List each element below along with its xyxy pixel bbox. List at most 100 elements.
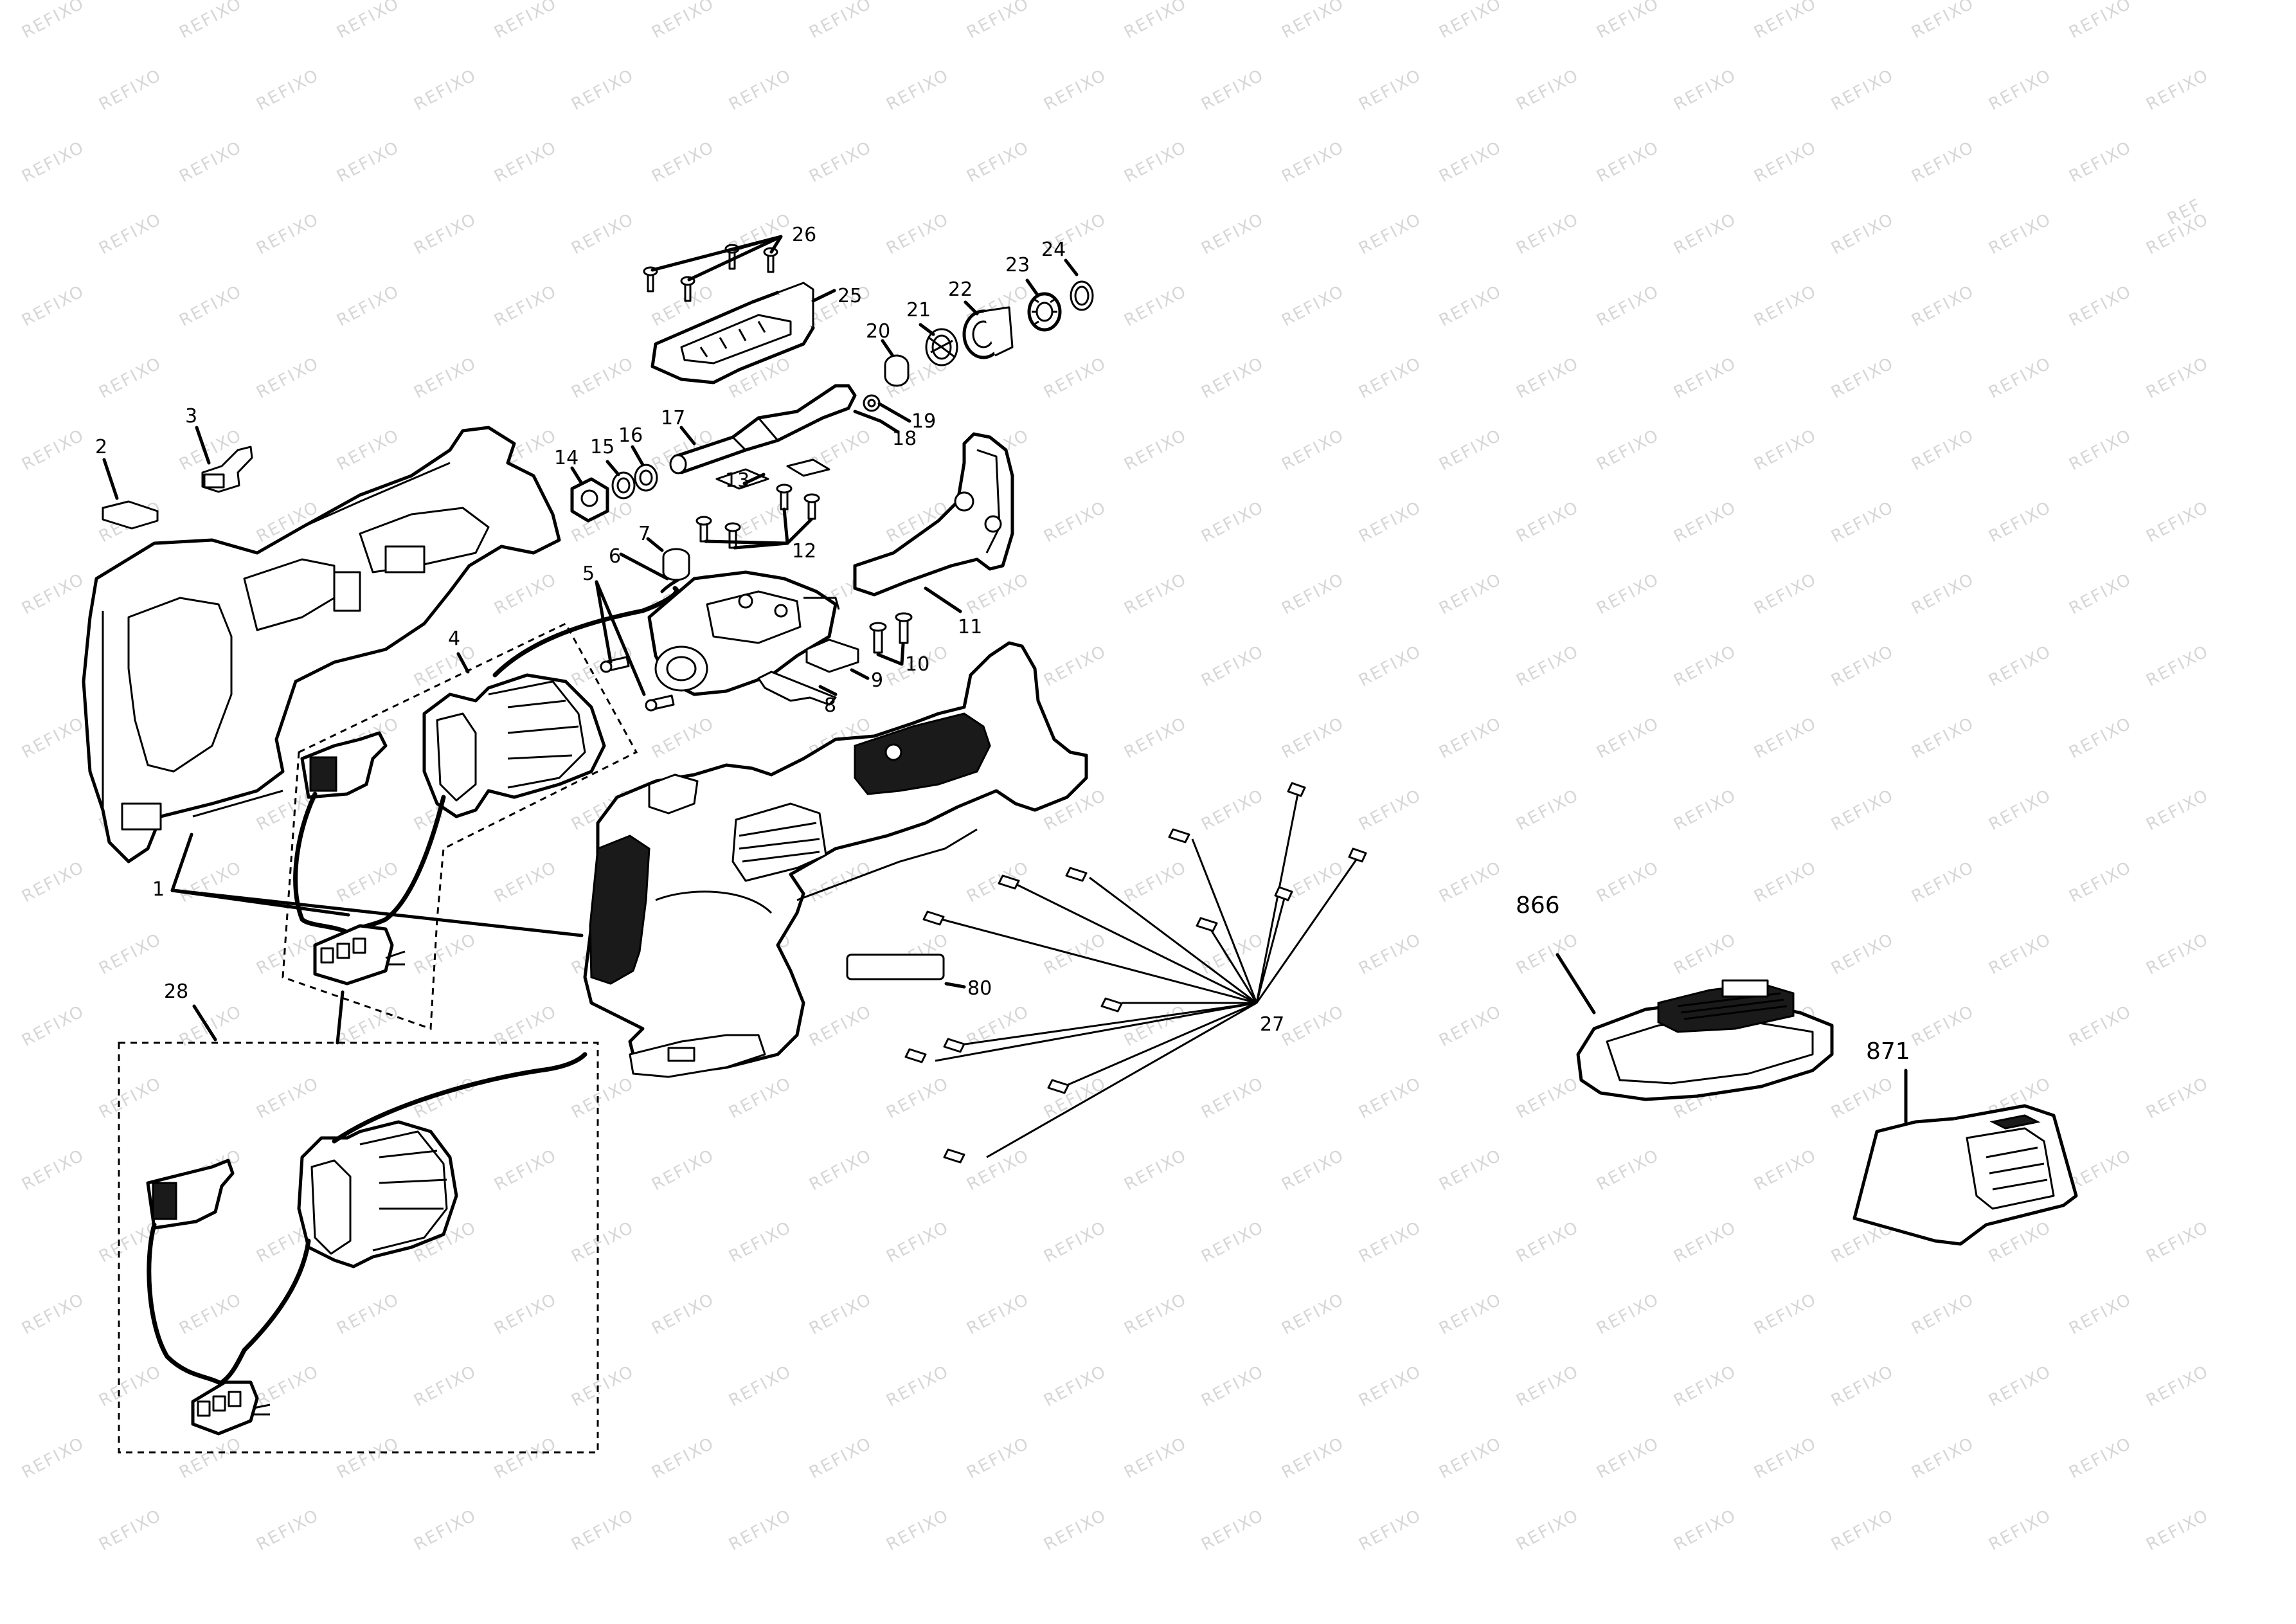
watermark-text: REFIXO (1671, 930, 1739, 979)
callout-4: 4 (448, 627, 460, 650)
motor-switch-assembly-28 (118, 1042, 599, 1454)
callout-19: 19 (911, 410, 936, 433)
watermark-text: REFIXO (1198, 354, 1267, 402)
gear-housing (647, 570, 840, 696)
watermark-text: REFIXO (1198, 210, 1267, 258)
part-8-plate (757, 671, 837, 706)
watermark-text: REFIXO (334, 138, 402, 186)
watermark-text: REFIXO (1986, 642, 2054, 690)
watermark-text: REFIXO (1198, 1506, 1267, 1555)
callout-11: 11 (958, 616, 982, 638)
watermark-text: REFIXO (1198, 1218, 1267, 1267)
watermark-text: REFIXO (19, 1434, 87, 1483)
watermark-text: REFIXO (1198, 786, 1267, 835)
watermark-text: REFIXO (649, 714, 717, 762)
watermark-text: REFIXO (491, 0, 560, 42)
watermark-text: REFIXO (1671, 642, 1739, 690)
watermark-text: REFIXO (1278, 1290, 1347, 1339)
watermark-text: REFIXO (1436, 1290, 1505, 1339)
callout-21: 21 (906, 299, 931, 321)
watermark-text: REFIXO (411, 66, 480, 114)
watermark-text: REFIXO (96, 1362, 165, 1411)
watermark-text: REFIXO (1751, 426, 1820, 474)
part-19-nut (863, 394, 881, 412)
watermark-text: REFIXO (649, 1434, 717, 1483)
watermark-text: REFIXO (19, 282, 87, 330)
callout-13: 13 (725, 469, 749, 492)
watermark-text: REFIXO (2066, 1290, 2135, 1339)
watermark-text: REFIXO (1593, 0, 1662, 42)
watermark-text: REFIXO (1908, 426, 1977, 474)
watermark-text: REFIXO (1751, 570, 1820, 618)
watermark-text: REFIXO (1198, 642, 1267, 690)
watermark-text: REFIXO (1828, 786, 1897, 835)
watermark-text: REFIXO (19, 1290, 87, 1339)
watermark-text: REFIXO (726, 1362, 794, 1411)
watermark-text: REFIXO (726, 1218, 794, 1267)
part-12-screws (695, 483, 820, 549)
part-5-screws (600, 656, 675, 712)
watermark-text: REFIXO (1513, 1506, 1582, 1555)
watermark-text: REFIXO (1751, 858, 1820, 907)
watermark-text: REFIXO (1356, 642, 1424, 690)
watermark-text: REFIXO (1278, 426, 1347, 474)
watermark-text: REFIXO (1593, 570, 1662, 618)
watermark-text: REFIXO (1041, 1362, 1109, 1411)
watermark-text: REFIXO (1278, 138, 1347, 186)
watermark-text: REFIXO (1356, 66, 1424, 114)
watermark-text: REFIXO (726, 1074, 794, 1123)
watermark-text: REFIXO (883, 1218, 952, 1267)
watermark-text: REFIXO (1986, 66, 2054, 114)
watermark-text: REFIXO (1121, 282, 1190, 330)
watermark-text: REFIXO (1278, 0, 1347, 42)
watermark-text: REFIXO (649, 0, 717, 42)
watermark-text: REFIXO (1828, 1074, 1897, 1123)
watermark-text: REFIXO (253, 930, 322, 979)
watermark-text: REFIXO (2066, 1146, 2135, 1195)
watermark-text: REFIXO (1986, 786, 2054, 835)
callout-labels: 1 2 3 4 5 6 7 8 9 10 11 12 13 14 15 16 1… (95, 224, 1910, 1065)
callout-26: 26 (792, 224, 816, 246)
watermark-text: REFIXO (411, 642, 480, 690)
watermark-text: REFIXO (1121, 1146, 1190, 1195)
watermark-text: REFIXO (2066, 1002, 2135, 1051)
watermark-text: REFIXO (1436, 714, 1505, 762)
part-20-sleeve (884, 354, 910, 387)
watermark-text: REFIXO (1986, 498, 2054, 546)
callout-2: 2 (95, 436, 107, 458)
watermark-text: REFIXO (964, 138, 1032, 186)
watermark-text: REFIXO (649, 138, 717, 186)
leader-lines (102, 235, 1908, 1124)
watermark-text: REFIXO (1751, 282, 1820, 330)
left-housing-half (82, 426, 561, 863)
watermark-text: REFIXO (1121, 426, 1190, 474)
watermark-text: REFIXO (806, 138, 875, 186)
right-housing-body (583, 641, 1088, 1078)
callout-14: 14 (554, 447, 578, 469)
watermark-text: REFIXO (1436, 1146, 1505, 1195)
watermark-text: REFIXO (1356, 1362, 1424, 1411)
watermark-text: REFIXO (806, 1002, 875, 1051)
watermark-text: REFIXO (883, 1074, 952, 1123)
watermark-text: REFIXO (1671, 210, 1739, 258)
watermark-text: REFIXO (1436, 0, 1505, 42)
watermark-text: REFIXO (19, 0, 87, 42)
callout-15: 15 (590, 436, 614, 458)
watermark-text: REFIXO (1986, 210, 2054, 258)
callout-17: 17 (661, 407, 685, 429)
watermark-text: REFIXO (2143, 354, 2212, 402)
watermark-text: REFIXO (1751, 1434, 1820, 1483)
watermark-text: REFIXO (568, 354, 637, 402)
watermark-text: REFIXO (1751, 0, 1820, 42)
watermark-text: REFIXO (334, 1434, 402, 1483)
watermark-text: REFIXO (1436, 426, 1505, 474)
watermark-text: REFIXO (1121, 858, 1190, 907)
watermark-text: REFIXO (1593, 858, 1662, 907)
part-14-bearing-block (570, 477, 609, 523)
watermark-text: REFIXO (253, 66, 322, 114)
watermark-text: REFIXO (1751, 1146, 1820, 1195)
watermark-text: REFIXO (1436, 1434, 1505, 1483)
watermark-text: REFIXO (253, 1506, 322, 1555)
watermark-text: REFIXO (883, 66, 952, 114)
watermark-text: REFIXO (883, 210, 952, 258)
